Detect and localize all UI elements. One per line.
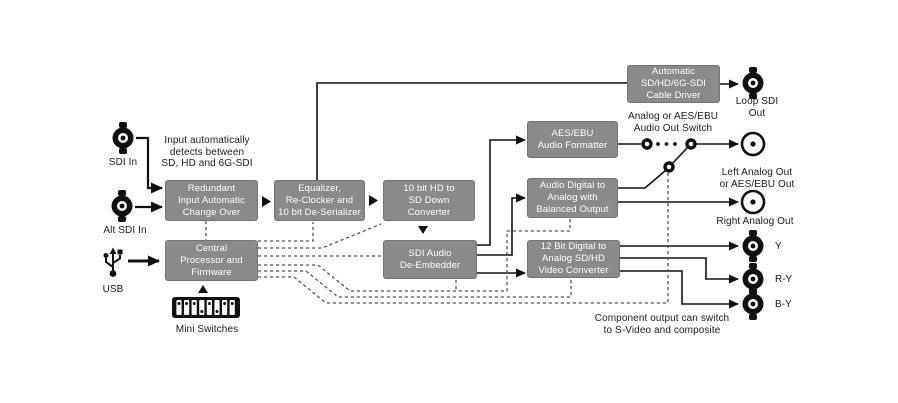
bnc-by-out-icon [740, 288, 766, 320]
block-equalizer-reclocker: Equalizer, Re-Clocker and 10 bit De-Seri… [274, 180, 365, 221]
ctl-central-to-video-da [258, 270, 572, 298]
switch-open-dot [664, 142, 669, 146]
block-sdi-audio-deembedder: SDI Audio De-Embedder [383, 240, 477, 279]
line-equalizer-to-cable-driver [316, 82, 627, 180]
note-audio-out-switch: Analog or AES/EBU Audio Out Switch [627, 111, 719, 134]
block-video-da-converter: 12 Bit Digital to Analog SD/HD Video Con… [527, 240, 620, 278]
note-input-detect: Input automatically detects between SD, … [161, 135, 253, 169]
signal-lines [128, 79, 739, 309]
block-central-processor: Central Processor and Firmware [165, 240, 258, 281]
arrow-redundant-to-equalizer [262, 196, 271, 207]
switch-contact-aesebu [641, 138, 653, 150]
bnc-y-out-icon [740, 230, 766, 262]
label-usb: USB [102, 284, 124, 295]
line-audio-da-to-switch [618, 169, 667, 189]
ctl-central-to-equalizer [258, 222, 314, 242]
label-by-out: B-Y [775, 299, 792, 310]
switch-closed-contact [671, 146, 689, 165]
arrow-equalizer-to-downconverter [369, 195, 378, 206]
ctl-central-to-downconverter [258, 223, 382, 249]
label-alt-sdi-in: Alt SDI In [103, 225, 147, 236]
ctl-central-to-audio-da [258, 219, 571, 292]
switch-contact-analog [663, 161, 675, 173]
block-audio-da-converter: Audio Digital to Analog with Balanced Ou… [527, 178, 618, 218]
rca-right-analog-out-icon [739, 188, 767, 216]
arrow-downconverter-to-deembedder [418, 226, 428, 234]
mini-switches-icon [172, 297, 240, 318]
arrow-miniswitches-to-central [198, 285, 208, 293]
label-left-analog-out: Left Analog Out or AES/EBU Out [719, 167, 795, 190]
block-arrows [198, 195, 428, 293]
label-y-out: Y [775, 241, 782, 252]
line-video-da-to-ry [620, 257, 739, 284]
label-right-analog-out: Right Analog Out [716, 216, 794, 227]
note-component-output: Component output can switch to S-Video a… [594, 313, 730, 336]
line-video-da-to-by [620, 270, 739, 309]
block-cable-driver: Automatic SD/HD/6G-SDI Cable Driver [627, 65, 720, 103]
line-sdi-in-to-redundant [136, 136, 163, 194]
switch-open-dot [656, 142, 660, 146]
switch-pole [685, 138, 697, 150]
bnc-sdi-in-icon [110, 122, 136, 154]
line-deembedder-to-aesebu [477, 135, 526, 246]
bnc-loop-sdi-out-icon [740, 67, 766, 99]
control-lines [205, 173, 669, 304]
label-mini-switches: Mini Switches [175, 324, 239, 335]
block-aes-ebu-formatter: AES/EBU Audio Formatter [527, 121, 618, 158]
ctl-central-to-audio-switch [258, 173, 669, 304]
line-deembedder-to-audio-da [477, 193, 526, 256]
block-redundant-input-change-over: Redundant Input Automatic Change Over [165, 180, 258, 221]
bnc-alt-sdi-in-icon [109, 190, 135, 222]
usb-icon [100, 244, 126, 278]
block-down-converter: 10 bit HD to SD Down Converter [383, 180, 475, 221]
audio-out-switch [641, 138, 697, 173]
switch-open-dot [673, 142, 677, 146]
label-sdi-in: SDI In [108, 157, 138, 168]
rca-left-analog-out-icon [739, 130, 767, 158]
label-loop-sdi-out: Loop SDI Out [735, 96, 779, 119]
label-ry-out: R-Y [775, 274, 793, 285]
